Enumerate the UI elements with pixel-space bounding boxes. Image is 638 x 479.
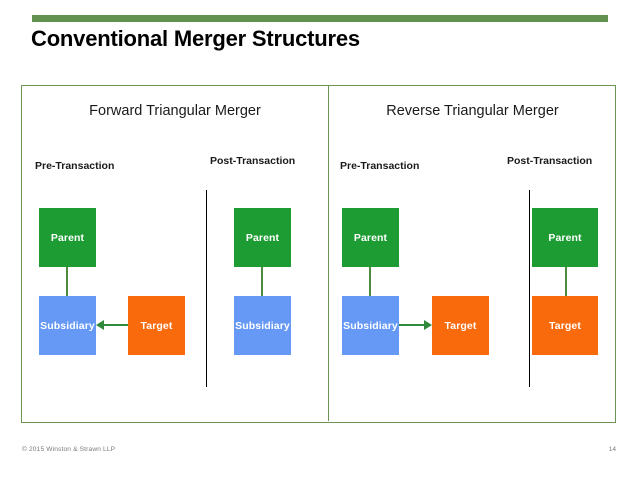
node-parent: Parent xyxy=(39,208,96,267)
node-parent: Parent xyxy=(342,208,399,267)
node-parent: Parent xyxy=(234,208,291,267)
section-label-pre-transaction: Pre-Transaction xyxy=(340,160,420,172)
node-label: Subsidiary xyxy=(343,319,398,332)
node-subsidiary: Subsidiary xyxy=(234,296,291,355)
section-label-post-transaction: Post-Transaction xyxy=(507,155,593,167)
arrow-target-to-subsidiary xyxy=(96,319,128,331)
page-title: Conventional Merger Structures xyxy=(31,26,360,51)
connector-parent-subsidiary xyxy=(261,267,263,296)
accent-bar xyxy=(32,15,608,22)
node-label: Target xyxy=(140,319,173,332)
arrow-subsidiary-to-target xyxy=(399,319,432,331)
arrow-head-right-icon xyxy=(424,319,432,330)
node-label: Parent xyxy=(548,231,582,244)
node-label: Parent xyxy=(245,231,280,244)
diagram-frame: Forward Triangular Merger Pre-Transactio… xyxy=(21,85,616,423)
node-target: Target xyxy=(128,296,185,355)
node-target: Target xyxy=(532,296,598,355)
panel-forward-triangular-merger: Forward Triangular Merger Pre-Transactio… xyxy=(22,86,328,421)
node-label: Target xyxy=(549,319,581,332)
node-label: Parent xyxy=(50,231,85,244)
section-separator xyxy=(529,190,530,387)
section-label-post-transaction: Post-Transaction xyxy=(210,155,296,167)
node-subsidiary: Subsidiary xyxy=(342,296,399,355)
connector-parent-target xyxy=(565,267,567,296)
node-label: Parent xyxy=(353,231,388,244)
panel-divider xyxy=(328,86,330,421)
panel-title-reverse: Reverse Triangular Merger xyxy=(386,103,559,119)
arrow-line xyxy=(399,324,426,326)
panel-title-forward: Forward Triangular Merger xyxy=(89,103,261,119)
footer-page-number: 14 xyxy=(608,446,616,453)
node-subsidiary: Subsidiary xyxy=(39,296,96,355)
connector-parent-subsidiary xyxy=(66,267,68,296)
arrow-line xyxy=(102,324,128,326)
node-label: Target xyxy=(444,319,477,332)
node-target: Target xyxy=(432,296,489,355)
panel-reverse-triangular-merger: Reverse Triangular Merger Pre-Transactio… xyxy=(329,86,616,421)
section-separator xyxy=(206,190,207,387)
node-label: Subsidiary xyxy=(40,319,95,332)
connector-parent-subsidiary xyxy=(369,267,371,296)
node-label: Subsidiary xyxy=(235,319,290,332)
node-parent: Parent xyxy=(532,208,598,267)
section-label-pre-transaction: Pre-Transaction xyxy=(35,160,115,172)
footer-copyright: © 2015 Winston & Strawn LLP xyxy=(22,446,116,453)
arrow-head-left-icon xyxy=(96,319,104,330)
